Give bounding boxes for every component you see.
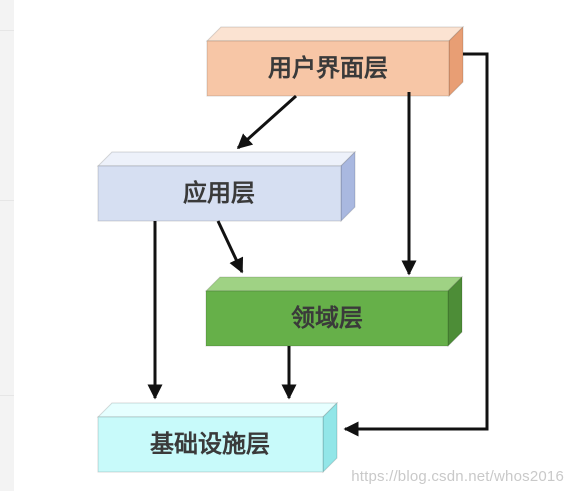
domain-layer-top: [204, 276, 464, 292]
infrastructure-layer-label: 基础设施层: [150, 430, 270, 458]
left-margin-strip: [0, 0, 14, 491]
arrows: [147, 52, 489, 437]
application-layer-top: [96, 151, 357, 167]
ui-layer-front: [206, 40, 450, 97]
infrastructure-layer-box: 基础设施层: [96, 401, 339, 474]
domain-layer-box: 领域层: [204, 275, 464, 348]
ui-layer-label: 用户界面层: [268, 54, 388, 82]
domain-layer-front: [205, 290, 449, 347]
ui-layer-top: [205, 26, 465, 42]
infrastructure-layer-top: [96, 402, 339, 418]
arrow-application-to-domain: [216, 220, 244, 274]
application-layer-label: 应用层: [183, 179, 255, 207]
domain-layer-label: 领域层: [291, 304, 363, 332]
arrow-ui-to-application: [236, 94, 298, 150]
application-layer-box: 应用层: [96, 150, 357, 223]
watermark-text: https://blog.csdn.net/whos2016: [351, 468, 564, 485]
arrow-ui-to-infrastructure: [343, 52, 489, 437]
application-layer-front: [97, 165, 342, 222]
ui-layer-box: 用户界面层: [205, 25, 465, 98]
infrastructure-layer-front: [97, 416, 324, 473]
